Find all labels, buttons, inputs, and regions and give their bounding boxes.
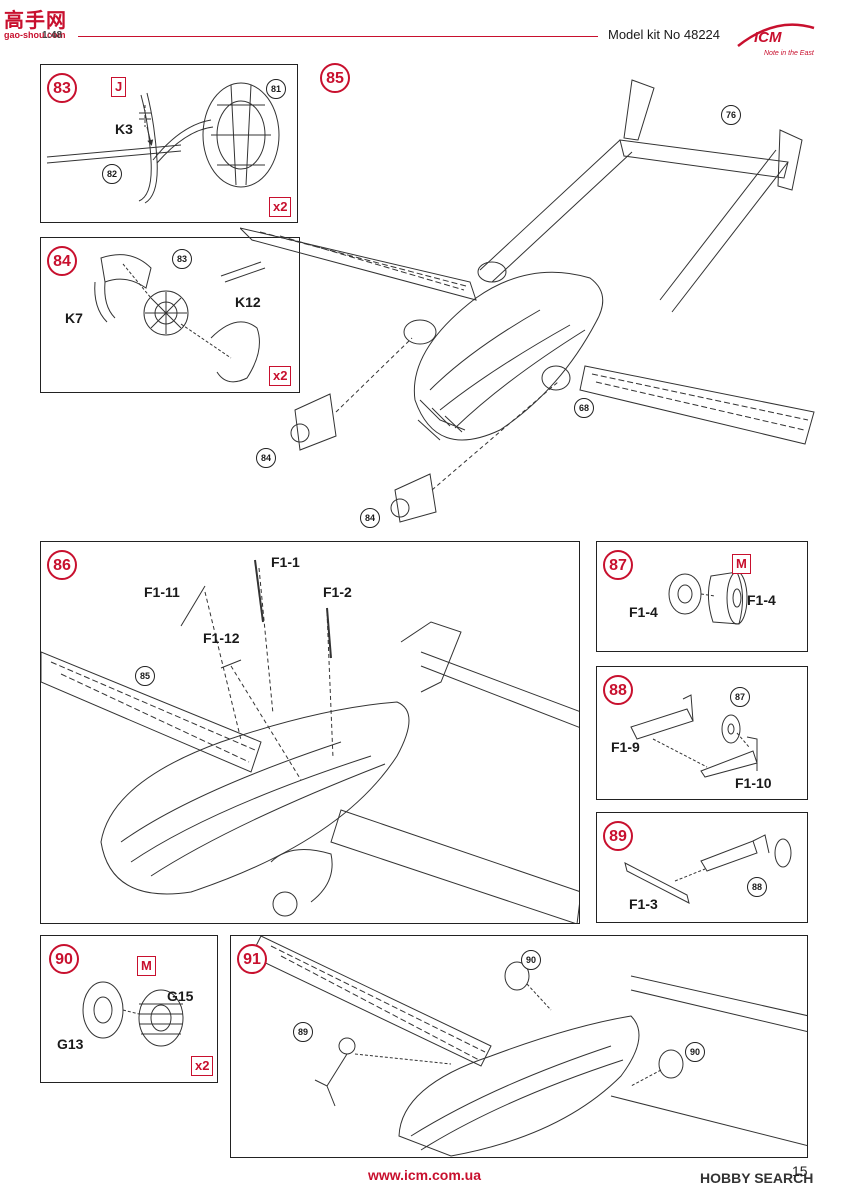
step-83-panel: 83 J K3 81 82 x2 <box>40 64 298 223</box>
ref-circle-68: 68 <box>574 398 594 418</box>
part-label-m: M <box>732 554 751 574</box>
ref-circle-84-upper: 84 <box>256 448 276 468</box>
step-88-panel: 88 87 F1-9 F1-10 <box>596 666 808 800</box>
engine-mount-illustration <box>46 82 280 204</box>
step-number: 83 <box>47 73 77 103</box>
ref-circle-88: 88 <box>747 877 767 897</box>
step-84-panel: 84 K7 K12 83 x2 <box>40 237 300 393</box>
step-number: 89 <box>603 821 633 851</box>
step-85-area: 85 76 68 84 84 <box>238 60 830 530</box>
step-number: 90 <box>49 944 79 974</box>
twin-boom-aircraft-illustration <box>238 79 815 523</box>
multiplier-badge: x2 <box>191 1056 214 1076</box>
step-90-panel: 90 M G15 G13 x2 <box>40 935 218 1083</box>
ref-circle-85: 85 <box>135 666 155 686</box>
step-number: 84 <box>47 246 77 276</box>
ref-circle-81: 81 <box>266 79 286 99</box>
watermark-text: 高手网 <box>4 10 67 32</box>
ref-circle-89: 89 <box>293 1022 313 1042</box>
ref-circle-83: 83 <box>172 249 192 269</box>
ref-circle-82: 82 <box>102 164 122 184</box>
part-label-f1-4-right: F1-4 <box>747 592 776 608</box>
header-rule <box>78 36 598 37</box>
hobby-search-watermark: HOBBY SEARCH <box>700 1170 814 1186</box>
part-label-f1-3: F1-3 <box>629 896 658 912</box>
ref-circle-84-lower: 84 <box>360 508 380 528</box>
part-label-f1-1: F1-1 <box>271 554 300 570</box>
part-label-j: J <box>111 77 127 97</box>
logo-tagline: Note in the East <box>764 50 814 57</box>
multiplier-badge: x2 <box>269 197 292 217</box>
ref-circle-87: 87 <box>730 687 750 707</box>
multiplier-badge: x2 <box>269 366 292 386</box>
page-number: 15 <box>792 1163 808 1179</box>
part-label-g15: G15 <box>167 988 194 1004</box>
part-label-f1-10: F1-10 <box>735 775 772 791</box>
watermark-domain: gao-shou.com <box>4 30 66 40</box>
step-number: 88 <box>603 675 633 705</box>
model-kit-number: Model kit No 48224 <box>608 27 721 42</box>
final-gear-install-illustration <box>250 936 807 1157</box>
logo-text: ICM <box>754 29 782 46</box>
landing-gear-leg-illustration <box>630 694 758 778</box>
watermark-logo: 高手网 gao-shou.com <box>4 4 67 40</box>
footer-url[interactable]: www.icm.com.ua <box>367 1167 482 1183</box>
fuselage-struts-illustration <box>41 559 579 923</box>
step-89-panel: 89 F1-3 88 <box>596 812 808 923</box>
part-label-f1-4-left: F1-4 <box>629 604 658 620</box>
part-label-k3: K3 <box>115 121 133 137</box>
step-87-panel: 87 M F1-4 F1-4 <box>596 541 808 652</box>
step-number: 85 <box>320 63 350 93</box>
step-number: 91 <box>237 944 267 974</box>
icm-logo: ICM Note in the East <box>736 22 816 57</box>
ref-circle-90-upper: 90 <box>521 950 541 970</box>
step-91-panel: 91 90 89 90 <box>230 935 808 1158</box>
part-label-k7: K7 <box>65 310 83 326</box>
scale-fragment: 1:48 <box>42 30 63 41</box>
main-wheel-illustration <box>82 981 184 1047</box>
part-label-m: M <box>137 956 156 976</box>
part-label-f1-9: F1-9 <box>611 739 640 755</box>
step-number: 87 <box>603 550 633 580</box>
step-86-panel: 86 F1-1 F1-11 F1-2 F1-12 85 <box>40 541 580 924</box>
gear-brace-illustration <box>624 834 792 904</box>
step-number: 86 <box>47 550 77 580</box>
part-label-f1-2: F1-2 <box>323 584 352 600</box>
part-label-f1-11: F1-11 <box>144 584 180 600</box>
ref-circle-76: 76 <box>721 105 741 125</box>
ref-circle-90-lower: 90 <box>685 1042 705 1062</box>
part-label-g13: G13 <box>57 1036 84 1052</box>
part-label-k12: K12 <box>235 294 261 310</box>
engine-cowling-illustration <box>94 254 266 383</box>
part-label-f1-12: F1-12 <box>203 630 240 646</box>
